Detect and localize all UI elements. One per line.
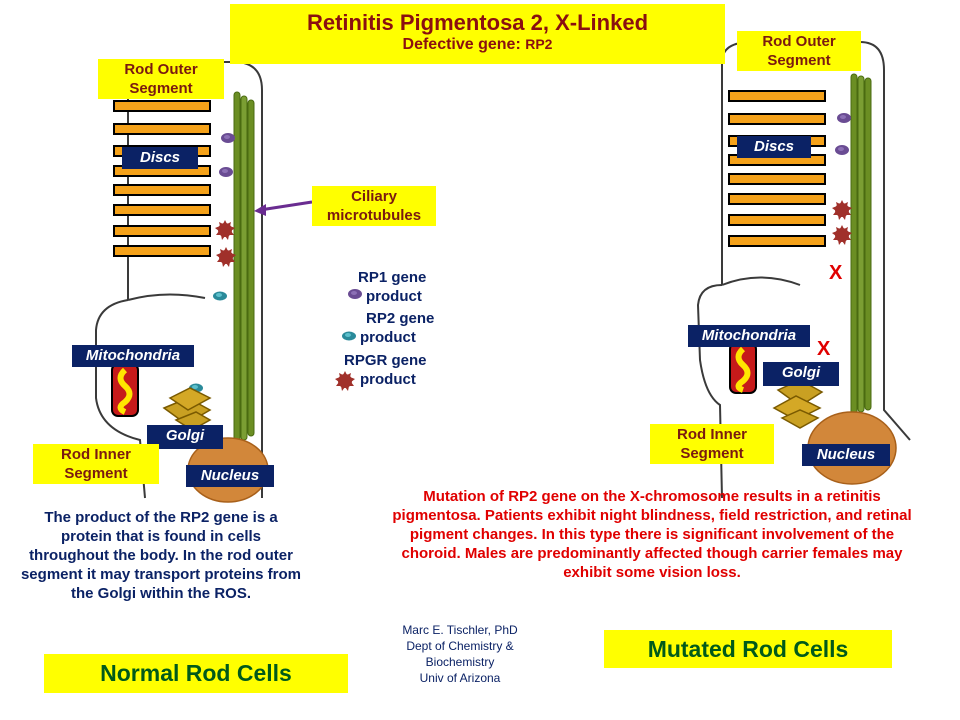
right-discs [728,90,826,247]
right-x-mark-outer: X [829,262,843,284]
right-rod-outer-segment-label: Rod Outer Segment [737,31,861,71]
normal-rod-cells-label: Normal Rod Cells [44,654,348,693]
left-discs-label: Discs [122,147,198,169]
left-mitochondria-label: Mitochondria [72,345,194,367]
left-rod-outer-segment-label: Rod Outer Segment [98,59,224,99]
left-rpgr-markers [215,220,236,267]
right-discs-label: Discs [737,136,811,158]
left-mitochondrion [111,363,139,417]
mutated-rod-cells-label: Mutated Rod Cells [604,630,892,668]
right-ciliary-microtubules [850,73,872,415]
left-golgi [162,387,212,431]
mutation-description: Mutation of RP2 gene on the X-chromosome… [392,488,912,581]
left-ciliary-microtubules [233,91,255,445]
right-nucleus-label: Nucleus [802,444,890,466]
subtitle-prefix: Defective gene: [402,36,526,53]
ciliary-pointer-arrow [259,200,313,212]
left-rp2-markers [189,291,227,393]
legend-rp1-text: RP1 gene product [358,269,427,305]
legend-rpgr-text: RPGR gene product [344,352,427,388]
right-rpgr-markers [832,200,852,245]
normal-description: The product of the RP2 gene is a protein… [20,509,302,602]
right-x-mark-inner: X [817,338,831,360]
ciliary-pointer-arrowhead [254,204,266,216]
subtitle-gene: RP2 [525,36,553,52]
author-credit: Marc E. Tischler, PhD Dept of Chemistry … [402,623,518,685]
legend-rp2-text: RP2 gene product [360,310,435,346]
left-rod-inner-segment-label: Rod Inner Segment [33,444,159,484]
right-golgi [772,379,824,429]
page-title: Retinitis Pigmentosa 2, X-Linked [306,10,649,35]
ciliary-microtubules-label: Ciliary microtubules [312,186,436,226]
left-golgi-label: Golgi [147,425,223,449]
right-golgi-label: Golgi [763,362,839,386]
right-mitochondrion [729,342,757,394]
title-box: Retinitis Pigmentosa 2, X-Linked Defecti… [230,4,725,64]
right-rod-inner-segment-label: Rod Inner Segment [650,424,774,464]
left-rp1-markers [219,133,235,177]
page-subtitle: Defective gene: RP2 [230,36,725,54]
right-mitochondria-label: Mitochondria [688,325,810,347]
left-nucleus-label: Nucleus [186,465,274,487]
right-rp1-markers [835,113,851,155]
